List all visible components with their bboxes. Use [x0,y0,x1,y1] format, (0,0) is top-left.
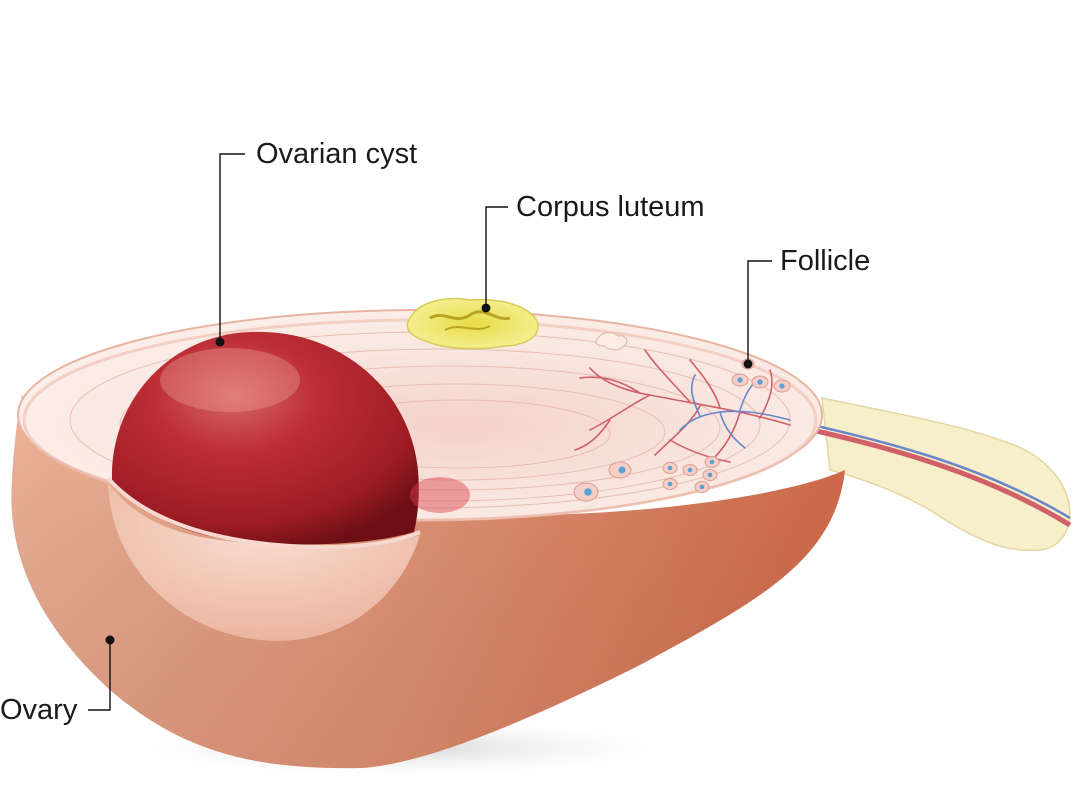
leader-dot-ovarian-cyst [215,337,225,347]
label-follicle: Follicle [780,245,871,277]
ligament-vessel-blue [789,418,1071,520]
leader-line-corpus-luteum [485,206,508,308]
label-ovary: Ovary [0,694,78,726]
ligament-vessel-red [789,422,1072,528]
cyst-cavity [108,482,420,641]
follicle [704,456,720,468]
leader-dot-ovary [105,635,115,645]
follicle [773,379,791,393]
leader-line-follicle [747,260,772,364]
label-ovarian-cyst: Ovarian cyst [256,138,418,170]
follicle [682,464,698,476]
leader-line-ovarian-cyst [219,153,245,342]
leader-dots [105,303,753,645]
leader-dot-follicle [743,359,753,369]
follicle [731,373,749,387]
leader-lines [88,153,772,711]
blood-vessels-red [574,349,791,463]
follicle [662,462,678,474]
follicle [702,469,718,481]
follicle [608,461,632,479]
label-corpus-luteum: Corpus luteum [516,191,705,223]
follicle [751,375,769,389]
corpus-luteum [406,297,539,350]
ovarian-cyst [111,331,419,545]
ovarian-ligament [821,397,1071,552]
follicle [662,478,678,490]
follicle [573,482,599,502]
corpus-albicans [595,331,628,351]
leader-dot-corpus-luteum [481,303,491,313]
follicle [694,481,710,493]
leader-line-ovary [88,640,111,711]
